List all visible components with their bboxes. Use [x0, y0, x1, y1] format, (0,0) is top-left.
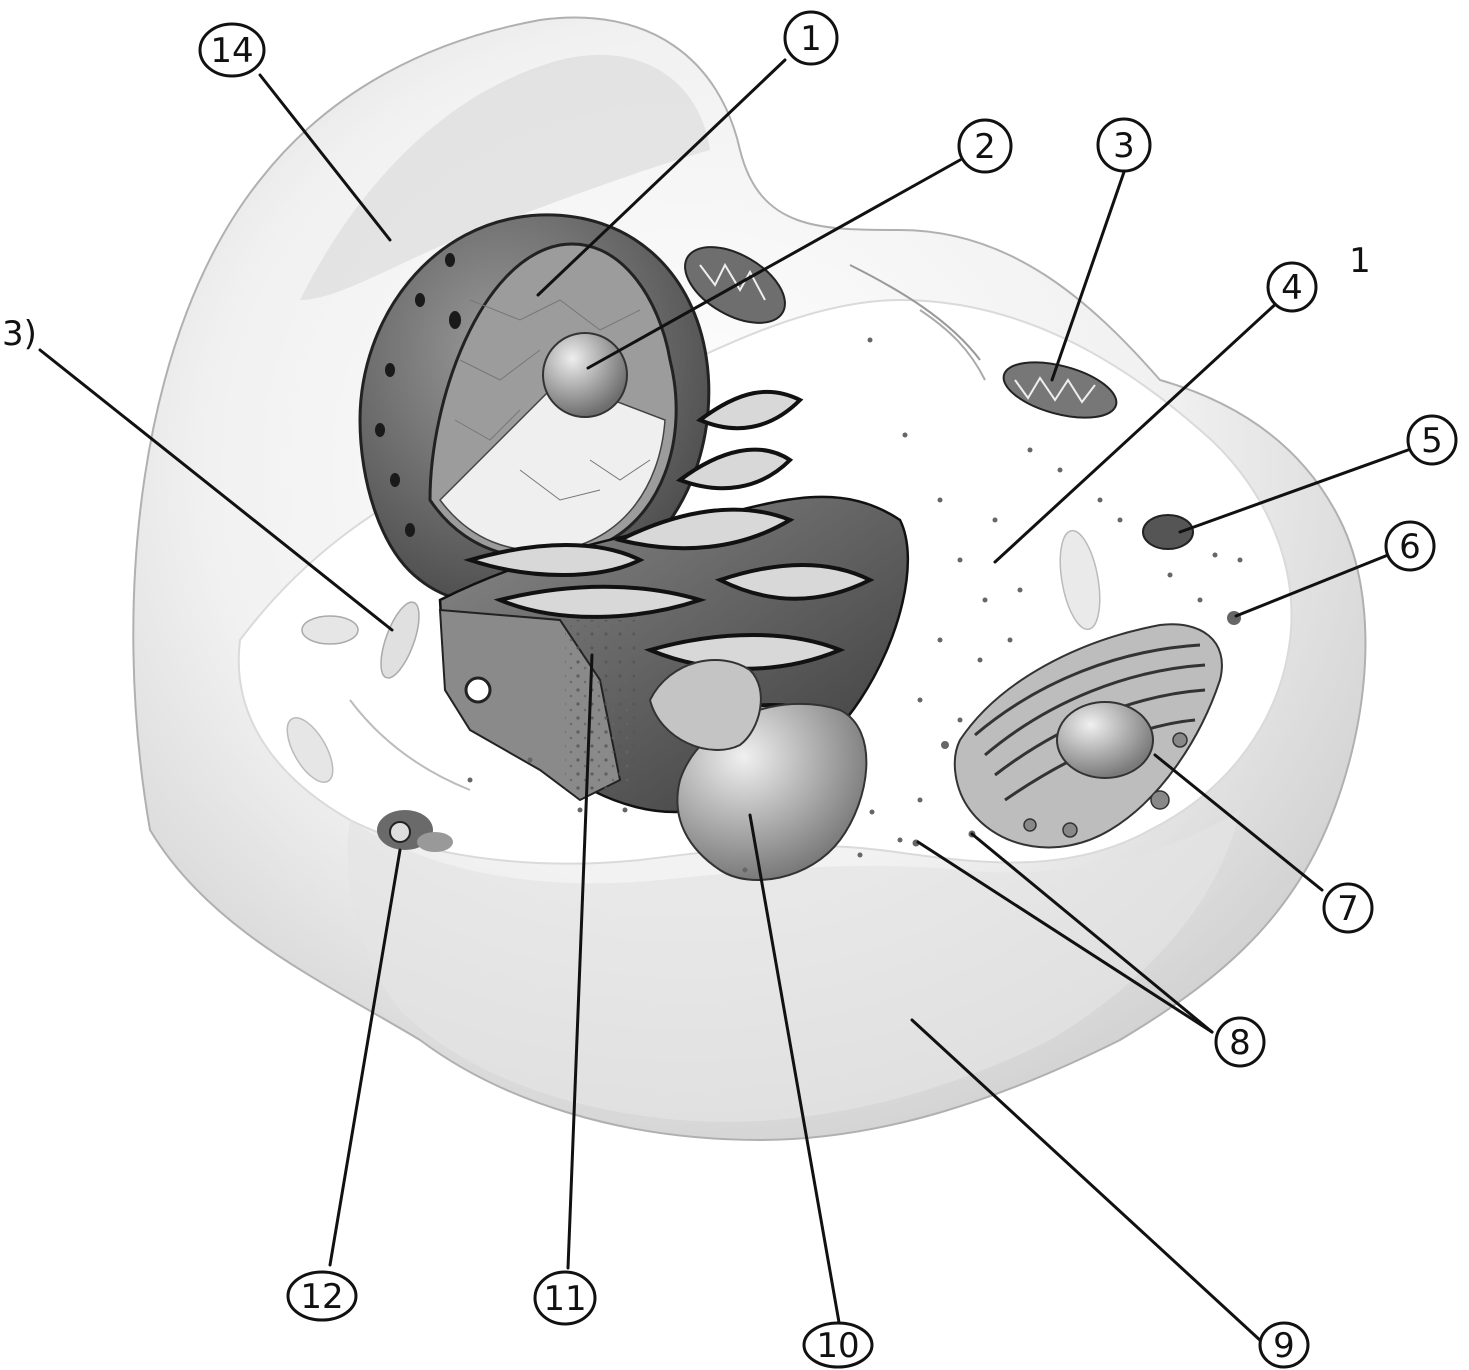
svg-text:8: 8	[1229, 1023, 1251, 1063]
label-10: 10	[804, 1323, 872, 1367]
stray-mark: 1	[1349, 241, 1371, 281]
svg-text:3: 3	[1113, 126, 1135, 166]
svg-text:6: 6	[1399, 527, 1421, 567]
transport-vesicle	[1227, 611, 1241, 625]
svg-text:5: 5	[1421, 421, 1443, 461]
label-2: 2	[959, 120, 1011, 172]
label-7: 7	[1324, 884, 1372, 932]
nucleolus	[543, 333, 627, 417]
leader-9	[912, 1020, 1262, 1342]
svg-text:10: 10	[816, 1326, 859, 1366]
svg-text:3): 3)	[2, 314, 37, 354]
label-12: 12	[288, 1272, 356, 1320]
svg-text:2: 2	[974, 127, 996, 167]
label-3: 3	[1098, 119, 1150, 171]
label-8: 8	[1216, 1018, 1264, 1066]
svg-text:14: 14	[210, 31, 253, 71]
label-9: 9	[1260, 1323, 1308, 1367]
label-6: 6	[1386, 522, 1434, 570]
er-pore	[466, 678, 490, 702]
label-4: 4	[1268, 263, 1316, 311]
ribosome-dotted-panel	[565, 620, 635, 790]
label-13-partial: 3)	[2, 314, 37, 354]
svg-text:4: 4	[1281, 268, 1303, 308]
svg-text:7: 7	[1337, 889, 1359, 929]
svg-text:11: 11	[543, 1279, 586, 1319]
svg-text:12: 12	[300, 1277, 343, 1317]
label-11: 11	[535, 1272, 595, 1324]
lysosome	[1143, 515, 1193, 549]
label-1: 1	[785, 12, 837, 64]
label-5: 5	[1408, 416, 1456, 464]
svg-text:1: 1	[800, 19, 822, 59]
label-14: 14	[200, 24, 264, 76]
svg-text:9: 9	[1273, 1326, 1295, 1366]
